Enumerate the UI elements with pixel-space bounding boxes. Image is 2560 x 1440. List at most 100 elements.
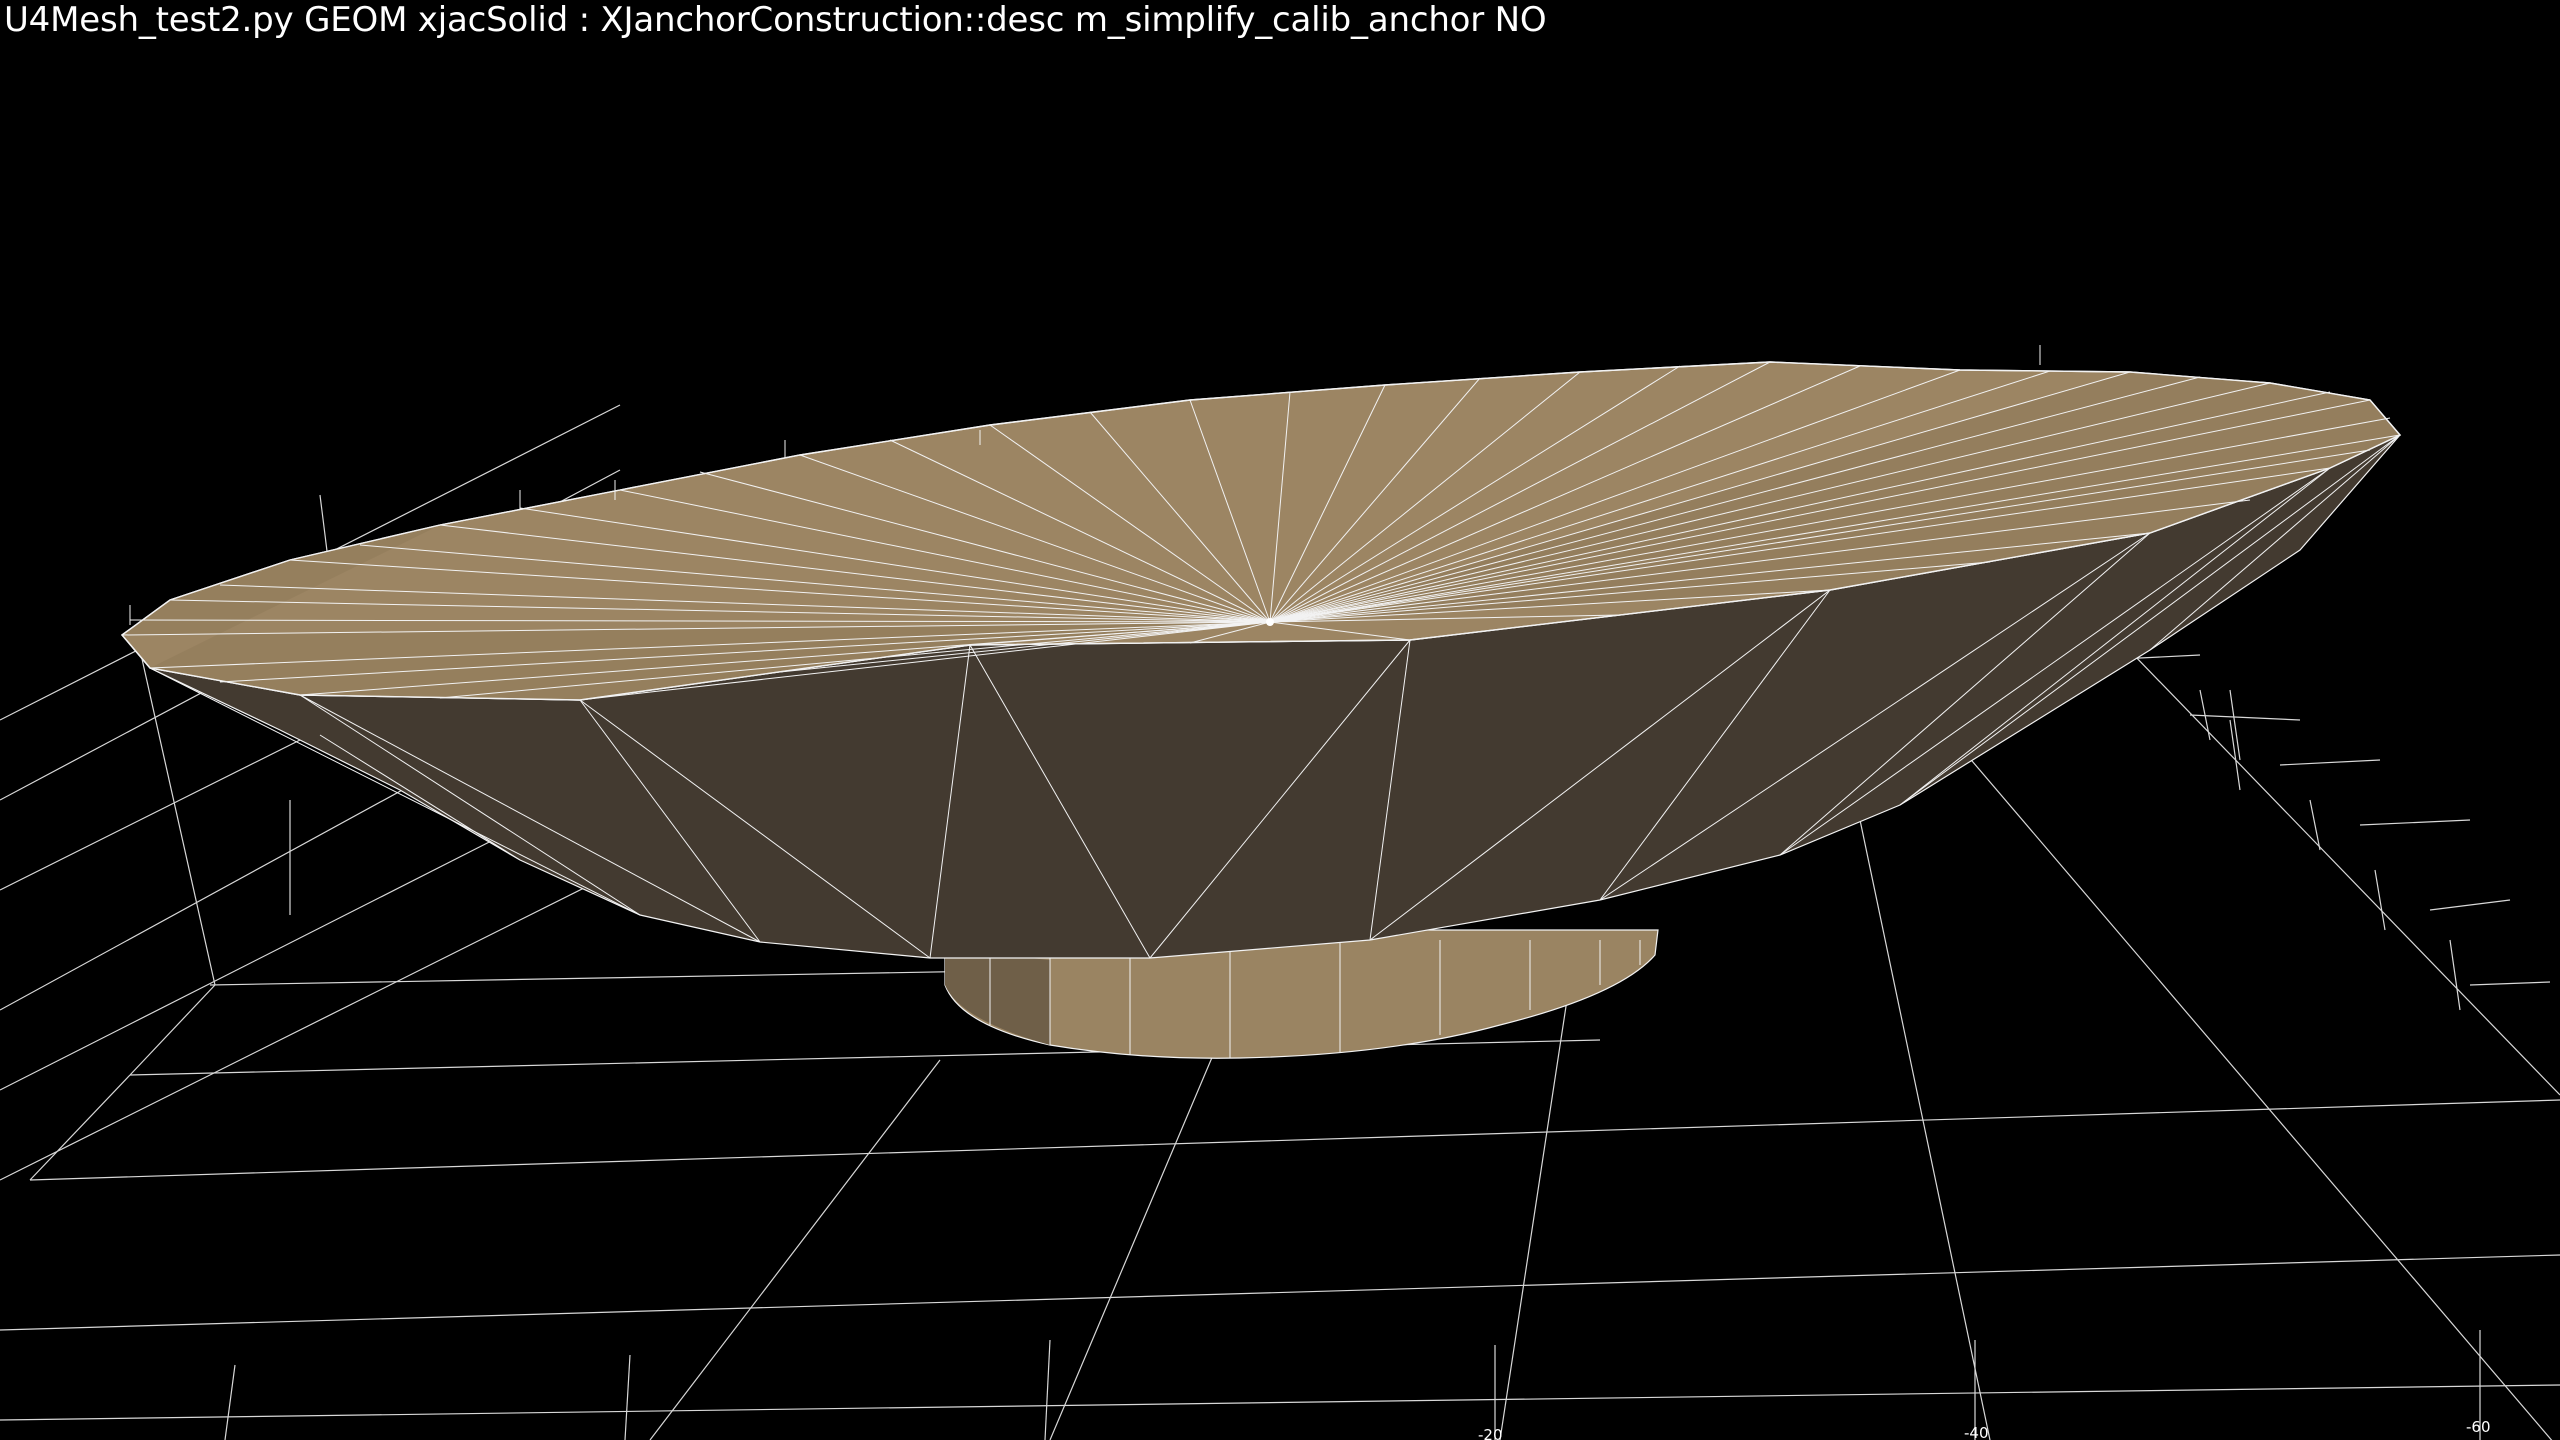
grid-line [2374, 869, 2386, 931]
top-fan-edge [439, 621, 1271, 699]
grid-line [2229, 689, 2241, 761]
grid-line [2469, 981, 2551, 986]
grid-line [129, 984, 216, 1076]
top-fan-edge [1269, 621, 1411, 641]
top-fan-edge [1269, 434, 2401, 623]
xjac-solid-mesh[interactable] [120, 345, 2402, 1059]
grid-line [2449, 939, 2461, 1011]
side-facet-edge [1369, 589, 1831, 941]
grid-line [1499, 979, 1571, 1440]
top-fan-edge [989, 424, 1271, 623]
top-fan-edge [1269, 377, 1481, 623]
side-facet-edge [299, 694, 641, 916]
top-fan-edge [1189, 621, 1271, 644]
top-fan-edge [1269, 371, 1581, 623]
floor-grid [0, 404, 2560, 1440]
anchor-foot-cylinder [944, 929, 1659, 1059]
top-fan-edge [1269, 589, 1831, 623]
top-fan-edge [1269, 361, 1771, 623]
top-fan-edge [619, 489, 1271, 623]
grid-line [29, 1074, 131, 1181]
grid-line [2279, 759, 2381, 766]
side-facet-edge [969, 644, 1151, 959]
grid-line [1049, 1014, 1231, 1440]
axis-tick-label: -60 [2466, 1418, 2491, 1436]
side-facet-edge [1779, 467, 2331, 856]
top-fan-edge [169, 599, 1271, 623]
grid-line [224, 1364, 236, 1440]
side-facet-edge [1899, 434, 2401, 806]
top-fan-edge [1089, 411, 1271, 623]
top-fan-edge [1269, 561, 1991, 623]
top-fan-edge [1269, 449, 2371, 623]
top-fan-edge [1269, 365, 1681, 623]
top-fan-edge [359, 544, 1271, 623]
grid-line [1044, 1339, 1051, 1440]
top-fan-edge [779, 621, 1271, 673]
side-facet-edge [1149, 639, 1411, 959]
grid-line [0, 879, 601, 1181]
top-fan-edge [519, 507, 1271, 623]
top-fan-edge [1189, 399, 1271, 623]
top-fan-edge [1269, 382, 2271, 623]
top-fan-edge [1269, 371, 2131, 623]
side-facet-edge [1899, 467, 2331, 806]
top-fan-edge [1269, 376, 2201, 623]
grid-line [0, 1384, 2560, 1421]
axis-tick-label: -40 [1964, 1424, 1989, 1440]
side-facet-edge [2149, 434, 2401, 651]
grid-line [2099, 619, 2560, 1096]
axis-tick-label: -20 [1478, 1426, 1503, 1440]
top-fan-edge [1269, 614, 1621, 623]
top-fan-edge [219, 621, 1271, 683]
top-disk-shade [122, 525, 1270, 700]
top-fan-edge [1269, 370, 2051, 623]
side-facet-edge [299, 694, 761, 943]
grid-line [1919, 699, 2553, 1440]
top-fan-edge [1269, 399, 2371, 623]
top-fan-edge [1269, 365, 1861, 623]
top-fan-edge [149, 621, 1271, 669]
top-fan-edge [1269, 499, 2251, 623]
grid-line [2359, 819, 2471, 826]
top-fan-edge [1269, 417, 2391, 623]
top-fan-edge [1269, 532, 2151, 623]
top-fan-edge [799, 454, 1271, 623]
side-facet-edge [149, 667, 641, 916]
grid-line [2189, 714, 2301, 721]
side-facet-edge [579, 699, 931, 959]
top-fan-edge [1269, 467, 2331, 623]
axis-tick-labels: -20 -40 -60 [1478, 1418, 2491, 1440]
top-fan-edge [121, 621, 1271, 636]
apex-point [1266, 618, 1274, 626]
top-fan-edge [579, 621, 1271, 701]
side-facet-edge [1779, 532, 2151, 856]
top-fan-edge [889, 439, 1271, 623]
foot-shade [945, 950, 1050, 1045]
side-facet-edge [1369, 639, 1411, 941]
grid-line [1859, 819, 1991, 1440]
top-fan-edge [299, 621, 1271, 696]
top-disk-shade [1270, 372, 2400, 622]
side-facet-edge [319, 734, 521, 861]
top-fan-edge [1269, 391, 1291, 623]
top-fan-edge [129, 619, 1271, 623]
grid-line [2199, 689, 2211, 741]
grid-line [2429, 899, 2511, 911]
grid-line [624, 1354, 631, 1440]
side-facet-edge [1599, 589, 1831, 901]
grid-line [139, 649, 216, 986]
top-fan-edge [289, 559, 1271, 623]
grid-line [29, 1099, 2560, 1181]
top-fan-edge [1269, 369, 1961, 623]
top-fan-edge [699, 471, 1271, 623]
grid-line [649, 1059, 941, 1440]
grid-line [2229, 719, 2241, 791]
top-fan-edge [439, 524, 1271, 623]
top-fan-edge [219, 584, 1271, 623]
window-title: U4Mesh_test2.py GEOM xjacSolid : XJancho… [4, 0, 1547, 40]
grid-line [2309, 799, 2321, 851]
top-fan-edge [1269, 384, 1386, 623]
